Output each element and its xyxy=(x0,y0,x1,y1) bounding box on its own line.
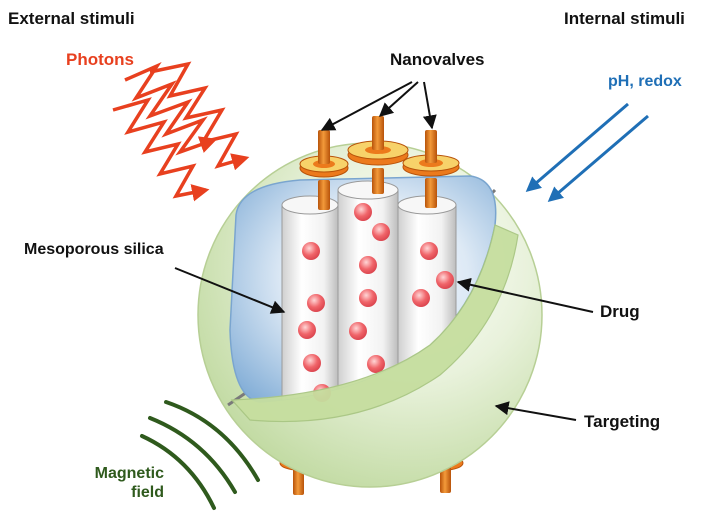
photon-wave-icon xyxy=(112,61,250,202)
ph-redox-label: pH, redox xyxy=(608,73,682,90)
targeting-label: Targeting xyxy=(584,412,661,431)
nanovalves-label: Nanovalves xyxy=(390,50,485,69)
external-stimuli-label: External stimuli xyxy=(8,9,135,28)
magnetic-field-icon xyxy=(140,400,260,510)
top-nanovalves xyxy=(299,116,460,210)
magnetic-label-line1: Magnetic xyxy=(94,465,164,482)
magnetic-label-line2: field xyxy=(131,484,164,502)
photons-label: Photons xyxy=(66,50,134,69)
callout-arrows xyxy=(174,81,594,421)
internal-stimuli-label: Internal stimuli xyxy=(564,9,685,28)
ph-redox-arrow-icon xyxy=(525,102,649,202)
mesoporous-silica-label: Mesoporous silica xyxy=(24,241,164,258)
pore-top-2 xyxy=(337,180,399,200)
shell-front-rim xyxy=(230,224,519,423)
drug-label: Drug xyxy=(600,302,640,321)
magnetic-field-label: Magnetic field xyxy=(78,464,164,502)
